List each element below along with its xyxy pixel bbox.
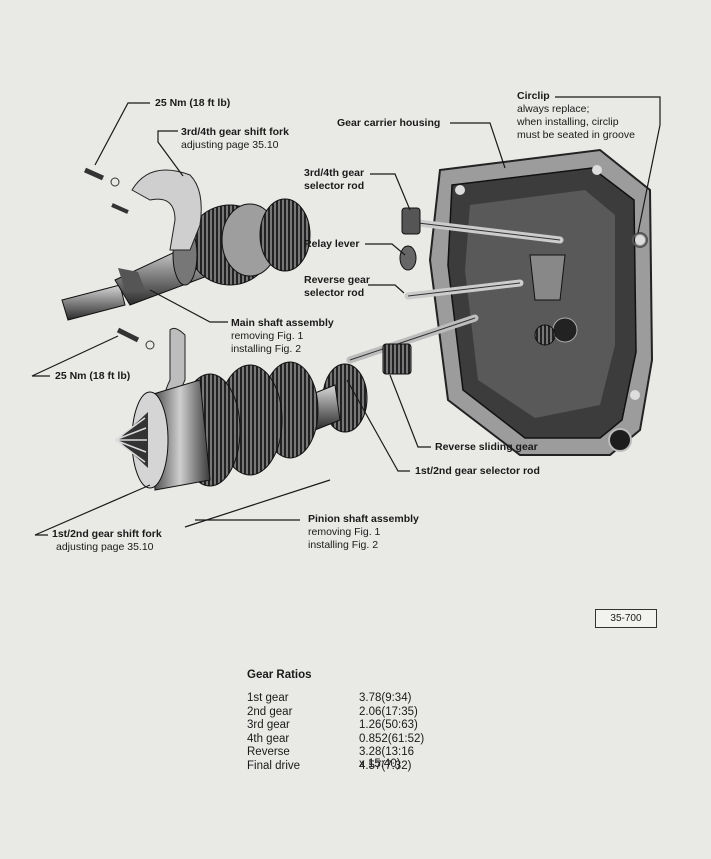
pinion-shaft-installing: installing Fig. 2 [308, 539, 379, 551]
gear-ratio-value: 0.852(61:52) [359, 732, 425, 745]
gear-name: Final drive [247, 759, 301, 772]
torque-label-mid: 25 Nm (18 ft lb) [55, 370, 131, 382]
gear-ratio-value: 1.26(50:63) [359, 719, 418, 732]
circlip-note-2: when installing, circlip [517, 116, 619, 128]
gear-ratio-value: 3.28(13:16 x 15:40) [359, 746, 414, 771]
gear-name: Reverse [247, 746, 290, 759]
gear-ratio-row: 3rd gear 1.26(50:63) [247, 719, 418, 733]
gear-ratio-value: 4.57(7:32) [359, 759, 412, 772]
circlip-note-1: always replace; [517, 103, 590, 115]
gear-ratio-value: 2.06(17:35) [359, 705, 418, 718]
gear-ratios-table: Gear Ratios 1st gear 3.78(9:34) 2nd gear… [247, 669, 424, 774]
gear-ratio-row: Final drive 4.57(7:32) [247, 759, 411, 774]
main-shaft-installing: installing Fig. 2 [231, 343, 302, 355]
rod-34-label-line1: 3rd/4th gear [304, 167, 365, 179]
fork-34-sublabel: adjusting page 35.10 [181, 139, 279, 151]
gear-carrier-housing-illustration [428, 148, 654, 456]
fork-12-sublabel: adjusting page 35.10 [56, 541, 154, 553]
reverse-sliding-gear-label: Reverse sliding gear [435, 441, 538, 453]
relay-lever-label: Relay lever [304, 238, 360, 250]
gear-ratio-row: 2nd gear 2.06(17:35) [247, 705, 418, 720]
gear-name: 4th gear [247, 732, 290, 745]
gear-carrier-housing-label: Gear carrier housing [337, 117, 441, 129]
gear-name: 3rd gear [247, 719, 290, 732]
main-shaft-assembly-illustration [61, 169, 311, 321]
rod-12-label: 1st/2nd gear selector rod [415, 465, 540, 477]
pinion-shaft-label: Pinion shaft assembly [308, 513, 419, 525]
leader-lines [31, 96, 661, 536]
circlip-label: Circlip [517, 90, 550, 102]
torque-label-top: 25 Nm (18 ft lb) [155, 97, 231, 109]
reverse-rod-label-line2: selector rod [304, 287, 365, 299]
gear-ratios-title: Gear Ratios [247, 669, 312, 681]
selector-rods-illustration [346, 207, 564, 375]
gear-ratio-row: 4th gear 0.852(61:52) [247, 732, 424, 747]
bolt-mid-illustration [116, 327, 155, 350]
gear-ratio-row: Reverse 3.28(13:16 x 15:40) [247, 746, 414, 770]
main-shaft-removing: removing Fig. 1 [231, 330, 304, 342]
gear-name: 2nd gear [247, 705, 293, 718]
rod-34-label-line2: selector rod [304, 180, 365, 192]
gear-name: 1st gear [247, 692, 289, 704]
figure-reference: 35-700 [595, 609, 657, 628]
reverse-rod-label-line1: Reverse gear [304, 274, 370, 286]
fork-34-label: 3rd/4th gear shift fork [181, 126, 289, 138]
bolt-top-illustration [83, 167, 129, 214]
main-shaft-label: Main shaft assembly [231, 317, 334, 329]
gear-ratio-value: 3.78(9:34) [359, 692, 412, 704]
pinion-shaft-removing: removing Fig. 1 [308, 526, 381, 538]
pinion-shaft-assembly-illustration [114, 361, 368, 491]
circlip-note-3: must be seated in groove [517, 129, 635, 141]
gear-ratio-row: 1st gear 3.78(9:34) [247, 692, 411, 706]
fork-12-label: 1st/2nd gear shift fork [52, 528, 162, 540]
